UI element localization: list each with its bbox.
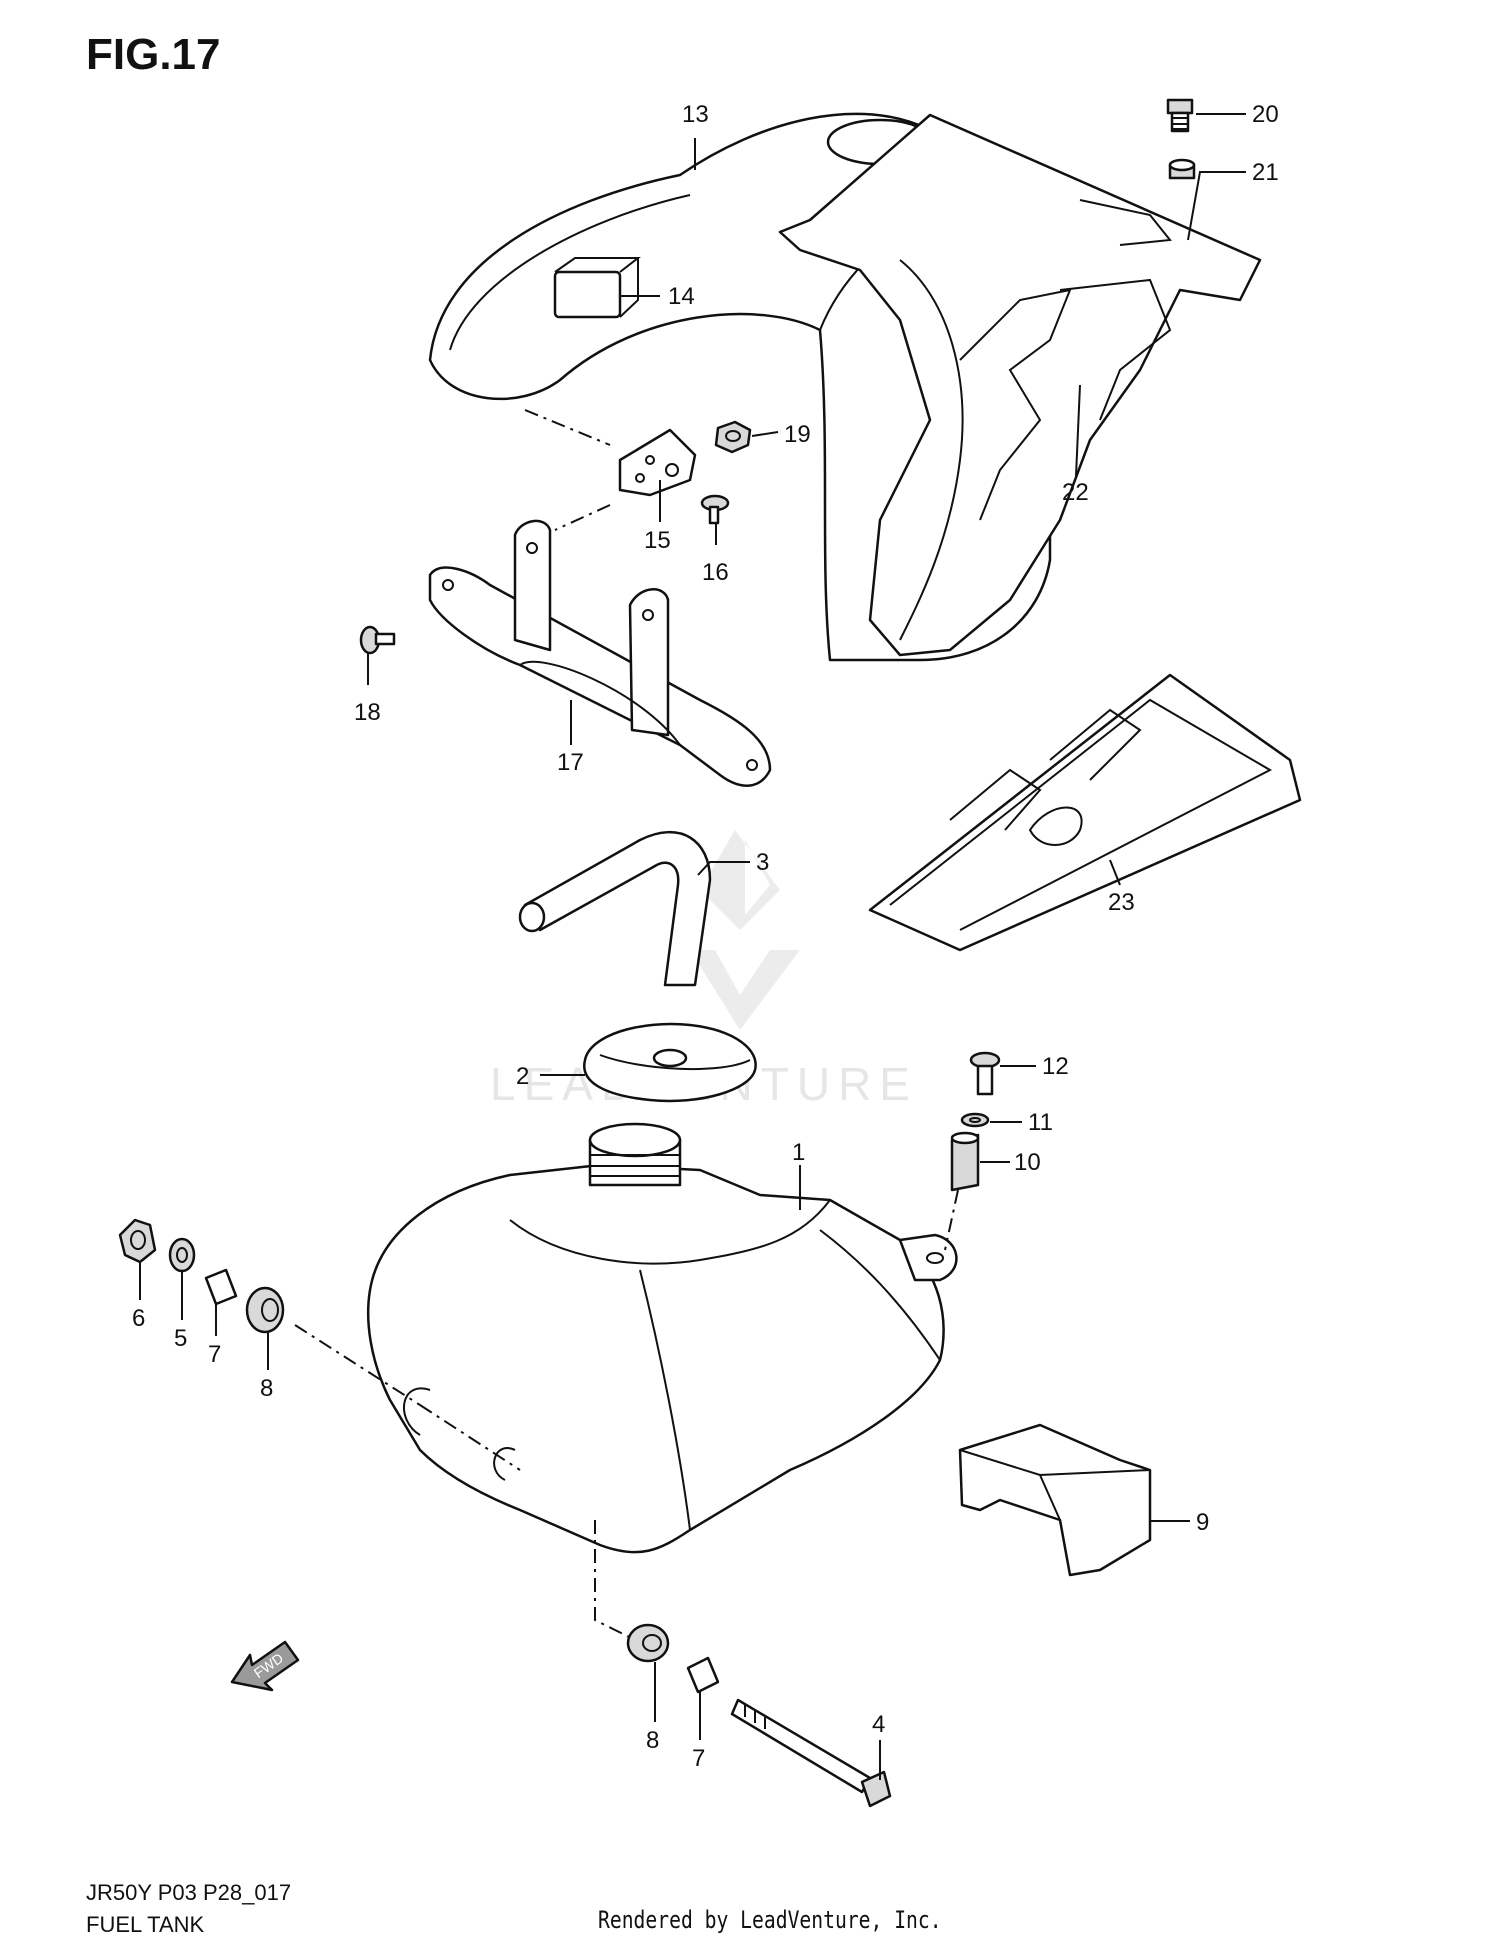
assembly-lines xyxy=(294,409,959,1641)
part-18-screw[interactable] xyxy=(359,625,396,655)
part-23-decal[interactable] xyxy=(868,673,1302,952)
part-19-nut[interactable] xyxy=(714,420,752,454)
section-name: FUEL TANK xyxy=(86,1912,205,1937)
callout-11: 11 xyxy=(1028,1109,1053,1136)
part-20-bolt[interactable] xyxy=(1166,98,1194,133)
callout-20: 20 xyxy=(1252,101,1279,128)
callout-7-upper: 7 xyxy=(208,1341,221,1368)
part-4-bolt[interactable] xyxy=(730,1698,892,1808)
render-credit: Rendered by LeadVenture, Inc. xyxy=(598,1906,942,1934)
part-5-washer[interactable] xyxy=(168,1237,196,1273)
callout-14: 14 xyxy=(668,283,695,310)
part-8-grommet-upper[interactable] xyxy=(245,1286,285,1334)
callout-5: 5 xyxy=(174,1325,187,1352)
part-8-grommet-lower[interactable] xyxy=(626,1623,670,1663)
part-2-fuel-cap[interactable] xyxy=(583,1022,757,1103)
part-15-bracket[interactable] xyxy=(618,428,697,497)
callout-22: 22 xyxy=(1062,479,1089,506)
part-14-label-pad[interactable] xyxy=(553,270,622,319)
callout-labels: 13 14 20 21 22 19 15 16 18 17 3 23 2 12 … xyxy=(132,101,1279,1772)
callout-8-upper: 8 xyxy=(260,1375,273,1402)
figure-title: FIG.17 xyxy=(86,30,221,79)
callout-7-lower: 7 xyxy=(692,1745,705,1772)
part-17-mount-bracket[interactable] xyxy=(428,519,772,787)
part-21-collar[interactable] xyxy=(1168,158,1196,180)
fwd-arrow: FWD xyxy=(230,1640,300,1692)
callout-16: 16 xyxy=(702,559,729,586)
part-22-decal[interactable] xyxy=(778,113,1262,657)
part-7-collar-lower[interactable] xyxy=(686,1656,720,1694)
part-11-washer[interactable] xyxy=(960,1112,990,1128)
part-6-nut[interactable] xyxy=(118,1218,157,1264)
callout-6: 6 xyxy=(132,1305,145,1332)
callout-12: 12 xyxy=(1042,1053,1069,1080)
callout-13: 13 xyxy=(682,101,709,128)
callout-2: 2 xyxy=(516,1063,529,1090)
part-16-screw[interactable] xyxy=(700,494,730,525)
part-12-bolt[interactable] xyxy=(969,1051,1001,1096)
callout-17: 17 xyxy=(557,749,584,776)
callout-1: 1 xyxy=(792,1139,805,1166)
callout-4: 4 xyxy=(872,1711,885,1738)
callout-21: 21 xyxy=(1252,159,1279,186)
callout-23: 23 xyxy=(1108,889,1135,916)
callout-10: 10 xyxy=(1014,1149,1041,1176)
model-code: JR50Y P03 P28_017 xyxy=(86,1880,292,1905)
callout-9: 9 xyxy=(1196,1509,1209,1536)
callout-18: 18 xyxy=(354,699,381,726)
part-7-collar-upper[interactable] xyxy=(204,1268,238,1306)
callout-15: 15 xyxy=(644,527,671,554)
callout-8-lower: 8 xyxy=(646,1727,659,1754)
part-3-breather-hose[interactable] xyxy=(518,830,712,987)
part-1-fuel-tank[interactable] xyxy=(366,1122,958,1554)
callout-3: 3 xyxy=(756,849,769,876)
leader-lines xyxy=(139,113,1246,1780)
part-10-collar[interactable] xyxy=(950,1131,980,1192)
callout-19: 19 xyxy=(784,421,811,448)
part-9-rubber-mount[interactable] xyxy=(958,1423,1152,1577)
